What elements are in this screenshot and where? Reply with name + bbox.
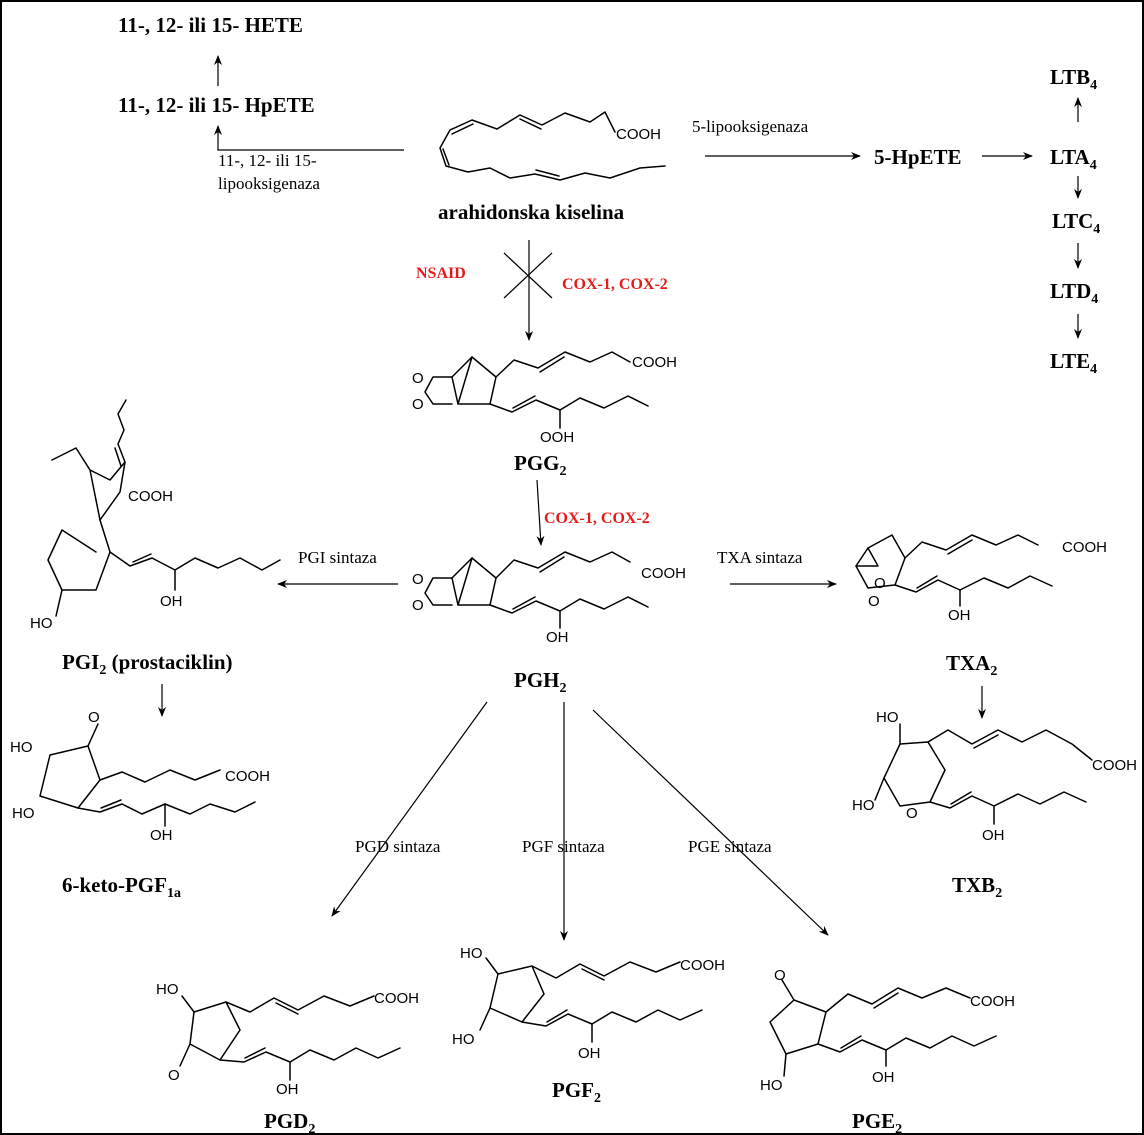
pgf2-ho-top: HO [460,945,483,962]
keto-cooh: COOH [225,768,270,785]
keto-pgf1a-structure [39,723,256,827]
pgg2-o1: O [412,370,424,387]
5hpete-label: 5-HpETE [874,145,962,169]
txb2-oh: OH [982,827,1005,844]
nsaid-label: NSAID [416,265,466,282]
ltc4-label: LTC4 [1052,209,1100,237]
lte4-label: LTE4 [1050,349,1097,377]
aa-cooh: COOH [616,126,661,143]
pgd2-o: O [168,1067,180,1084]
pgf2-ho-bottom: HO [452,1031,475,1048]
pgi2-label: PGI2 (prostaciklin) [62,650,233,678]
pgg2-to-pgh2-arrow [536,479,545,546]
txa2-o1: O [874,575,886,592]
pge-synthase-label: PGE sintaza [688,837,772,856]
cox-mid-label: COX-1, COX-2 [544,510,650,527]
pgh2-label: PGH2 [514,668,567,696]
keto-oh: OH [150,827,173,844]
pgg2-structure [424,351,649,429]
txa2-label: TXA2 [946,651,997,679]
pgi2-oh: OH [160,593,183,610]
pgd2-cooh: COOH [374,990,419,1007]
pgh2-cooh: COOH [641,565,686,582]
hpete-label: 11-, 12- ili 15- HpETE [118,93,315,117]
keto-o: O [88,709,100,726]
pgh2-o1: O [412,571,424,588]
pge2-cooh: COOH [970,993,1015,1010]
pgf2-structure [479,957,703,1043]
pge2-structure [769,979,997,1077]
txa2-oh: OH [948,607,971,624]
pgf2-label: PGF2 [552,1078,601,1106]
aa-to-hpete-arrow [214,125,404,151]
txb2-label: TXB2 [952,873,1002,901]
pgh2-to-pgd2-arrow [331,701,488,917]
pgf2-oh: OH [578,1045,601,1062]
pge2-oh: OH [872,1069,895,1086]
lox-label-1: 11-, 12- ili 15- [218,151,317,170]
pge2-ho: HO [760,1077,783,1094]
pgd2-ho: HO [156,981,179,998]
pgd2-structure [179,995,401,1081]
ltb4-label: LTB4 [1050,65,1097,93]
txa2-cooh: COOH [1062,539,1107,556]
pgh2-oh: OH [546,629,569,646]
arachidonic-label: arahidonska kiselina [438,200,625,224]
pgi2-ho: HO [30,615,53,632]
lox-label-2: lipooksigenaza [218,174,320,193]
pgg2-cooh: COOH [632,354,677,371]
pge2-label: PGE2 [852,1109,902,1135]
txb2-structure [874,723,1093,825]
lox5-label: 5-lipooksigenaza [692,117,809,136]
lta4-label: LTA4 [1050,145,1097,173]
pgd-synthase-label: PGD sintaza [355,837,441,856]
pgg2-ooh: OOH [540,429,574,446]
txb2-ho-left: HO [852,797,875,814]
pgf2-cooh: COOH [680,957,725,974]
pgg2-o2: O [412,396,424,413]
pge2-o: O [774,967,786,984]
pgd2-label: PGD2 [264,1109,315,1135]
txb2-cooh: COOH [1092,757,1137,774]
txa2-o2: O [868,593,880,610]
txb2-ho-top: HO [876,709,899,726]
pgf-synthase-label: PGF sintaza [522,837,605,856]
arachidonic-acid-structure [439,111,666,181]
inhibition-cross-2 [503,252,553,299]
keto-label: 6-keto-PGF1a [62,873,181,901]
pgd2-oh: OH [276,1081,299,1098]
ltd4-label: LTD4 [1050,279,1098,307]
txb2-o: O [906,805,918,822]
hete-label: 11-, 12- ili 15- HETE [118,13,303,37]
keto-ho-top: HO [10,739,33,756]
pgi2-structure [47,399,281,617]
txa-synthase-label: TXA sintaza [717,548,803,567]
pgh2-structure [424,551,649,629]
txa2-structure [855,534,1053,607]
keto-ho-bottom: HO [12,805,35,822]
pgg2-label: PGG2 [514,451,567,479]
pgh2-o2: O [412,597,424,614]
pgi-synthase-label: PGI sintaza [298,548,377,567]
cox-top-label: COX-1, COX-2 [562,276,668,293]
pgi2-cooh: COOH [128,488,173,505]
pgh2-to-pge2-arrow [592,709,829,936]
